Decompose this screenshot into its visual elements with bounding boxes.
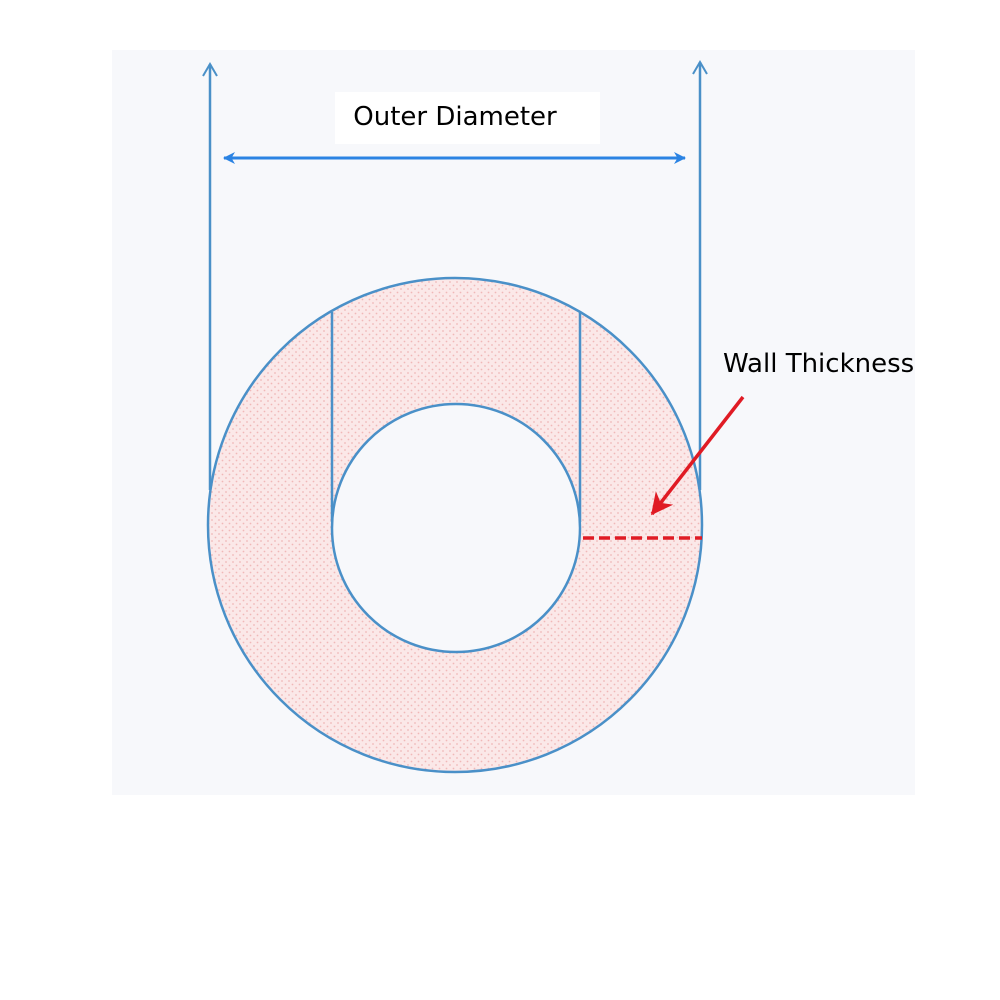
outer-circle <box>206 276 704 774</box>
outer-diameter-label-box <box>335 92 600 144</box>
inner-circle <box>330 402 582 654</box>
outer-right-extension-arrow-icon <box>692 60 708 75</box>
outer-left-extension-arrow-icon <box>202 62 218 77</box>
wall-thickness-pointer-arrow <box>650 395 745 516</box>
wall-thickness-label: Wall Thickness <box>723 349 914 379</box>
outer-diameter-label: Outer Diameter <box>353 102 557 132</box>
